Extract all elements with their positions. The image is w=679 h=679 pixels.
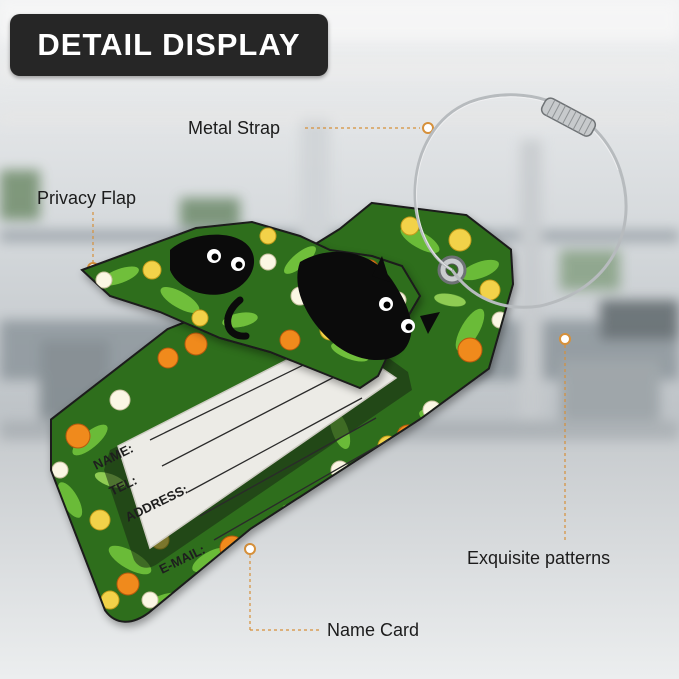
screw-lock bbox=[540, 97, 597, 137]
card-rule-lines bbox=[149, 351, 389, 541]
callout-exquisite-patterns: Exquisite patterns bbox=[467, 548, 611, 568]
detail-display-badge: DETAIL DISPLAY bbox=[10, 14, 328, 76]
callout-name-card: Name Card bbox=[327, 620, 420, 640]
leader-lines bbox=[92, 127, 566, 631]
black-cat-illustration bbox=[170, 234, 440, 361]
callout-metal-strap: Metal Strap bbox=[188, 118, 281, 138]
name-card: NAME: TEL: ADDRESS: E-MAIL: bbox=[91, 330, 412, 577]
callout-privacy-flap: Privacy Flap bbox=[37, 188, 137, 208]
metal-strap bbox=[413, 93, 628, 309]
badge-title: DETAIL DISPLAY bbox=[37, 27, 301, 62]
